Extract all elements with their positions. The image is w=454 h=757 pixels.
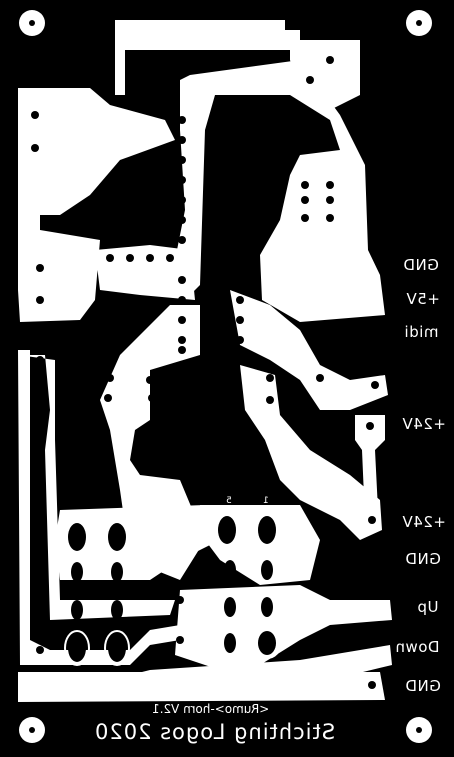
version-label: <Rumo>-horn V2.1 bbox=[152, 702, 270, 716]
label-midi: midi bbox=[404, 323, 439, 341]
label-24v-1: +24V bbox=[402, 415, 446, 433]
label-up: Up bbox=[417, 598, 439, 616]
pad-rings bbox=[64, 415, 381, 666]
label-gnd-mid: GND bbox=[405, 550, 441, 568]
label-down: Down bbox=[395, 638, 440, 656]
copper-pours bbox=[18, 20, 392, 702]
label-24v-2: +24V bbox=[402, 513, 446, 531]
pin-label-5: 5 bbox=[226, 496, 232, 506]
pin-label-1: 1 bbox=[263, 496, 269, 506]
label-gnd-top: GND bbox=[403, 256, 439, 274]
board-title: Stichting Logos 2020 bbox=[94, 720, 336, 744]
label-5v: +5V bbox=[406, 290, 440, 308]
pad-holes bbox=[31, 56, 379, 689]
label-gnd-bottom: GND bbox=[405, 677, 441, 695]
